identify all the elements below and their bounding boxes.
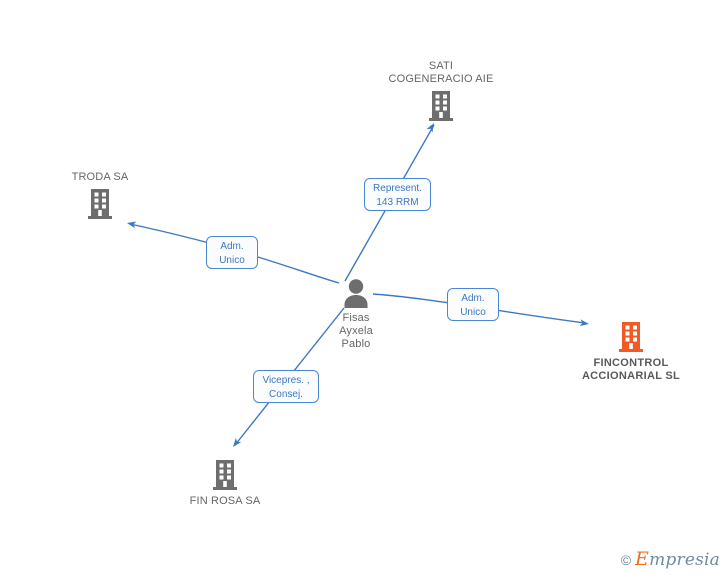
node-label: TRODA SA — [71, 171, 129, 183]
brand-rest: mpresia — [649, 550, 720, 570]
empresia-watermark: © Empresia — [621, 550, 720, 569]
brand-initial: E — [635, 548, 650, 570]
copyright-icon: © — [620, 551, 632, 568]
edge-label-adm-unico-troda[interactable]: Adm. Unico — [206, 236, 258, 269]
node-label: FIN ROSA SA — [189, 495, 261, 507]
node-label: FINCONTROL ACCIONARIAL SL — [581, 357, 681, 382]
edge-person-to-sati-arrowhead — [426, 123, 434, 133]
building-icon — [429, 90, 453, 121]
company-sati-cogeneracio-aie[interactable]: SATI COGENERACIO AIE — [366, 60, 516, 122]
edge-person-to-troda-arrowhead — [127, 221, 137, 229]
building-icon — [88, 188, 112, 219]
company-fin-rosa-sa[interactable]: FIN ROSA SA — [150, 459, 300, 508]
company-fincontrol-accionarial-sl[interactable]: FINCONTROL ACCIONARIAL SL — [556, 321, 706, 383]
brand-wordmark: Empresia — [635, 550, 720, 569]
edge-label-vicepres-consej[interactable]: Vicepres. , Consej. — [253, 370, 319, 403]
edge-person-to-troda-line — [129, 223, 340, 284]
edge-label-represent-143-rrm[interactable]: Represent. 143 RRM — [364, 178, 431, 211]
building-icon — [619, 322, 643, 352]
edge-label-adm-unico-fincontrol[interactable]: Adm. Unico — [447, 288, 499, 321]
edge-person-to-fincontrol-arrowhead — [579, 319, 589, 327]
company-troda-sa[interactable]: TRODA SA — [25, 171, 175, 220]
node-label: SATI COGENERACIO AIE — [388, 60, 494, 85]
person-fisas-ayxela-pablo[interactable]: Fisas Ayxela Pablo — [281, 278, 431, 351]
edge-person-to-fin-rosa-arrowhead — [233, 437, 242, 447]
node-label: Fisas Ayxela Pablo — [339, 312, 373, 350]
building-icon — [213, 460, 237, 490]
person-icon — [344, 279, 368, 308]
